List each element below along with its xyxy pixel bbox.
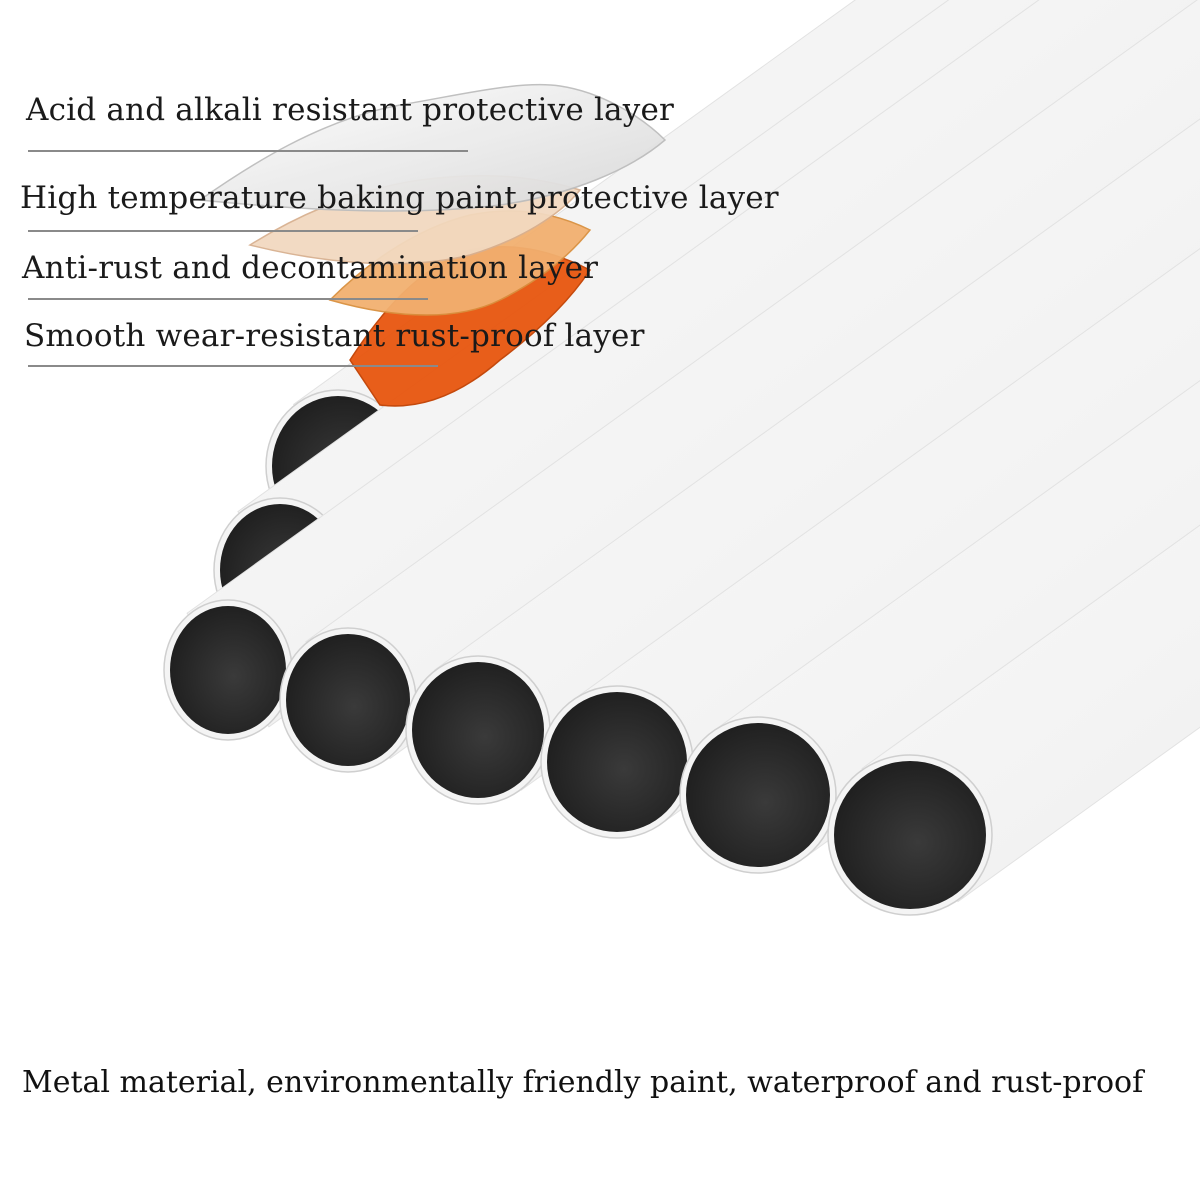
tube-opening xyxy=(412,662,544,798)
layer-label-baking-paint: High temperature baking paint protective… xyxy=(20,180,779,216)
layer-label-wear-resistant: Smooth wear-resistant rust-proof layer xyxy=(24,318,645,354)
product-caption: Metal material, environmentally friendly… xyxy=(22,1065,1144,1100)
tube-opening xyxy=(686,723,830,867)
layer-rule-4 xyxy=(28,365,438,367)
layer-label-acid-alkali: Acid and alkali resistant protective lay… xyxy=(26,92,675,128)
coating-layer-1 xyxy=(197,83,667,212)
tube-opening xyxy=(834,761,986,909)
tube-opening xyxy=(170,606,286,734)
tube-opening xyxy=(286,634,410,766)
layer-label-anti-rust: Anti-rust and decontamination layer xyxy=(22,250,599,286)
layer-rule-2 xyxy=(28,230,418,232)
layer-rule-3 xyxy=(28,298,428,300)
tube-opening xyxy=(547,692,687,832)
layer-rule-1 xyxy=(28,150,468,152)
tube-group xyxy=(163,0,1200,916)
